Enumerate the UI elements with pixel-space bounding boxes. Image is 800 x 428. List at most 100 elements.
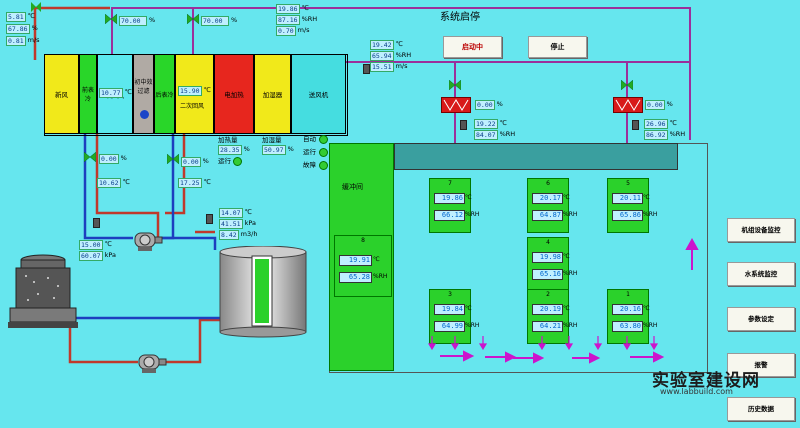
coil-valve-2-temp: 17.25℃ <box>178 178 211 188</box>
reheat-1-readings: 19.22℃ 84.07%RH <box>474 119 516 140</box>
supply-plenum <box>394 143 678 170</box>
valve-icon <box>448 79 462 91</box>
heater-run-indicator <box>233 157 242 166</box>
top-valve-2[interactable] <box>186 13 200 26</box>
zone-humid: 65.86 <box>612 210 643 221</box>
zone-humid: 66.12 <box>434 210 465 221</box>
start-button[interactable]: 启动中 <box>443 36 502 58</box>
zone-temp: 20.11 <box>612 193 643 204</box>
return-sensor-icon <box>93 218 100 228</box>
water-tank[interactable] <box>218 245 308 340</box>
system-title: 系统启停 <box>440 12 480 23</box>
zone-humid-unit: %RH <box>563 322 578 329</box>
valve-icon <box>83 151 97 163</box>
zone-temp-unit: ℃ <box>643 194 650 201</box>
heater-info: 加热量 28.35% 运行 <box>218 136 250 166</box>
ahu-section-post-cooler[interactable]: 后表冷 <box>154 54 175 134</box>
zone-temp-unit: ℃ <box>563 305 570 312</box>
top-valve-1[interactable] <box>104 13 118 26</box>
zone-temp-unit: ℃ <box>563 194 570 201</box>
water-system-button[interactable]: 水系统监控 <box>727 262 795 286</box>
ahu-section-humidifier[interactable]: 加湿器 <box>254 54 291 134</box>
zone-name: 2 <box>546 291 550 298</box>
fan-run-indicator <box>319 148 328 157</box>
zone-humid-unit: %RH <box>465 211 480 218</box>
valve-icon <box>166 153 180 165</box>
ahu-temp-1: 10.77℃ <box>99 88 132 98</box>
pump-1[interactable] <box>133 230 163 254</box>
zone-temp: 20.16 <box>612 304 643 315</box>
coil-valve-1-temp: 10.62℃ <box>97 178 130 188</box>
unit-monitor-button[interactable]: 机组设备监控 <box>727 218 795 242</box>
heater-coil-icon <box>443 99 469 111</box>
zone-humid-unit: %RH <box>643 211 658 218</box>
top-valve-2-readout: 70.00% <box>201 16 238 26</box>
zone-humid-unit: %RH <box>465 322 480 329</box>
ahu-section-supply-fan[interactable]: 送风机 <box>291 54 346 134</box>
zone-temp-unit: ℃ <box>563 253 570 260</box>
zone-name: 1 <box>626 291 630 298</box>
reheat-2-sensor-icon <box>632 120 639 130</box>
reheat-valve-1[interactable] <box>448 79 462 92</box>
pump-2[interactable] <box>137 352 167 376</box>
zone-panel-1[interactable]: 1 20.16℃ 63.80%RH <box>607 289 657 344</box>
outdoor-temp: 5.81 <box>6 12 26 22</box>
zone-temp-unit: ℃ <box>643 305 650 312</box>
top-valve-1-readout: 70.00% <box>119 16 156 26</box>
reheater-1[interactable] <box>441 97 471 113</box>
history-button[interactable]: 历史数据 <box>727 397 795 421</box>
zone-temp: 20.19 <box>532 304 563 315</box>
coil-valve-1[interactable] <box>83 151 97 164</box>
ahu-section-heater[interactable]: 电加热 <box>214 54 254 134</box>
zone-name: 4 <box>546 239 550 246</box>
fan-fault-indicator <box>319 161 328 170</box>
zone-humid: 63.80 <box>612 321 643 332</box>
airflow-arrows <box>427 237 699 364</box>
reheat-1-sensor-icon <box>460 120 467 130</box>
pump-icon <box>138 354 167 373</box>
alarm-button[interactable]: 报警 <box>727 353 795 377</box>
buffer-humid: 65.28 <box>339 272 372 283</box>
zone-temp: 19.84 <box>434 304 465 315</box>
buffer-temp: 19.91 <box>339 255 372 266</box>
cooling-tower[interactable] <box>8 252 78 336</box>
param-settings-button[interactable]: 参数设定 <box>727 307 795 331</box>
outdoor-valve-icon[interactable] <box>31 2 41 12</box>
ahu-section-filter[interactable]: 初中效过滤 <box>133 54 154 134</box>
buffer-panel: 8 19.91 ℃ 65.28 %RH <box>334 235 392 297</box>
valve-icon <box>104 13 118 25</box>
coil-valve-1-value: 0.00% <box>99 154 127 164</box>
zone-humid: 64.87 <box>532 210 563 221</box>
coil-valve-2[interactable] <box>166 153 180 166</box>
zone-humid-unit: %RH <box>643 322 658 329</box>
ahu-section-pre-cooler[interactable]: 前表冷 <box>79 54 97 134</box>
outdoor-humid: 67.86 <box>6 24 30 34</box>
zone-panel-5[interactable]: 5 20.11℃ 65.86%RH <box>607 178 657 233</box>
buffer-room[interactable]: 缓冲间 8 19.91 ℃ 65.28 %RH <box>329 143 394 371</box>
zone-temp-unit: ℃ <box>465 194 472 201</box>
reheater-2[interactable] <box>613 97 643 113</box>
zone-name: 5 <box>626 180 630 187</box>
zone-name: 3 <box>448 291 452 298</box>
fan-auto-indicator <box>319 135 328 144</box>
reheat-2-readings: 26.96℃ 86.92%RH <box>644 119 686 140</box>
stop-button[interactable]: 停止 <box>528 36 587 58</box>
coil-valve-2-value: 0.00% <box>181 157 209 167</box>
filter-status-icon <box>140 110 149 119</box>
reheat-valve-2[interactable] <box>620 79 634 92</box>
zone-humid: 64.99 <box>434 321 465 332</box>
ahu-section-fresh-air[interactable]: 新风 <box>44 54 79 134</box>
heater-coil-icon <box>615 99 641 111</box>
watermark-url: www.labbuild.com <box>660 387 733 396</box>
zone-name: 7 <box>448 180 452 187</box>
reheat-2-value: 0.00% <box>645 100 673 110</box>
tank-icon <box>219 245 307 338</box>
